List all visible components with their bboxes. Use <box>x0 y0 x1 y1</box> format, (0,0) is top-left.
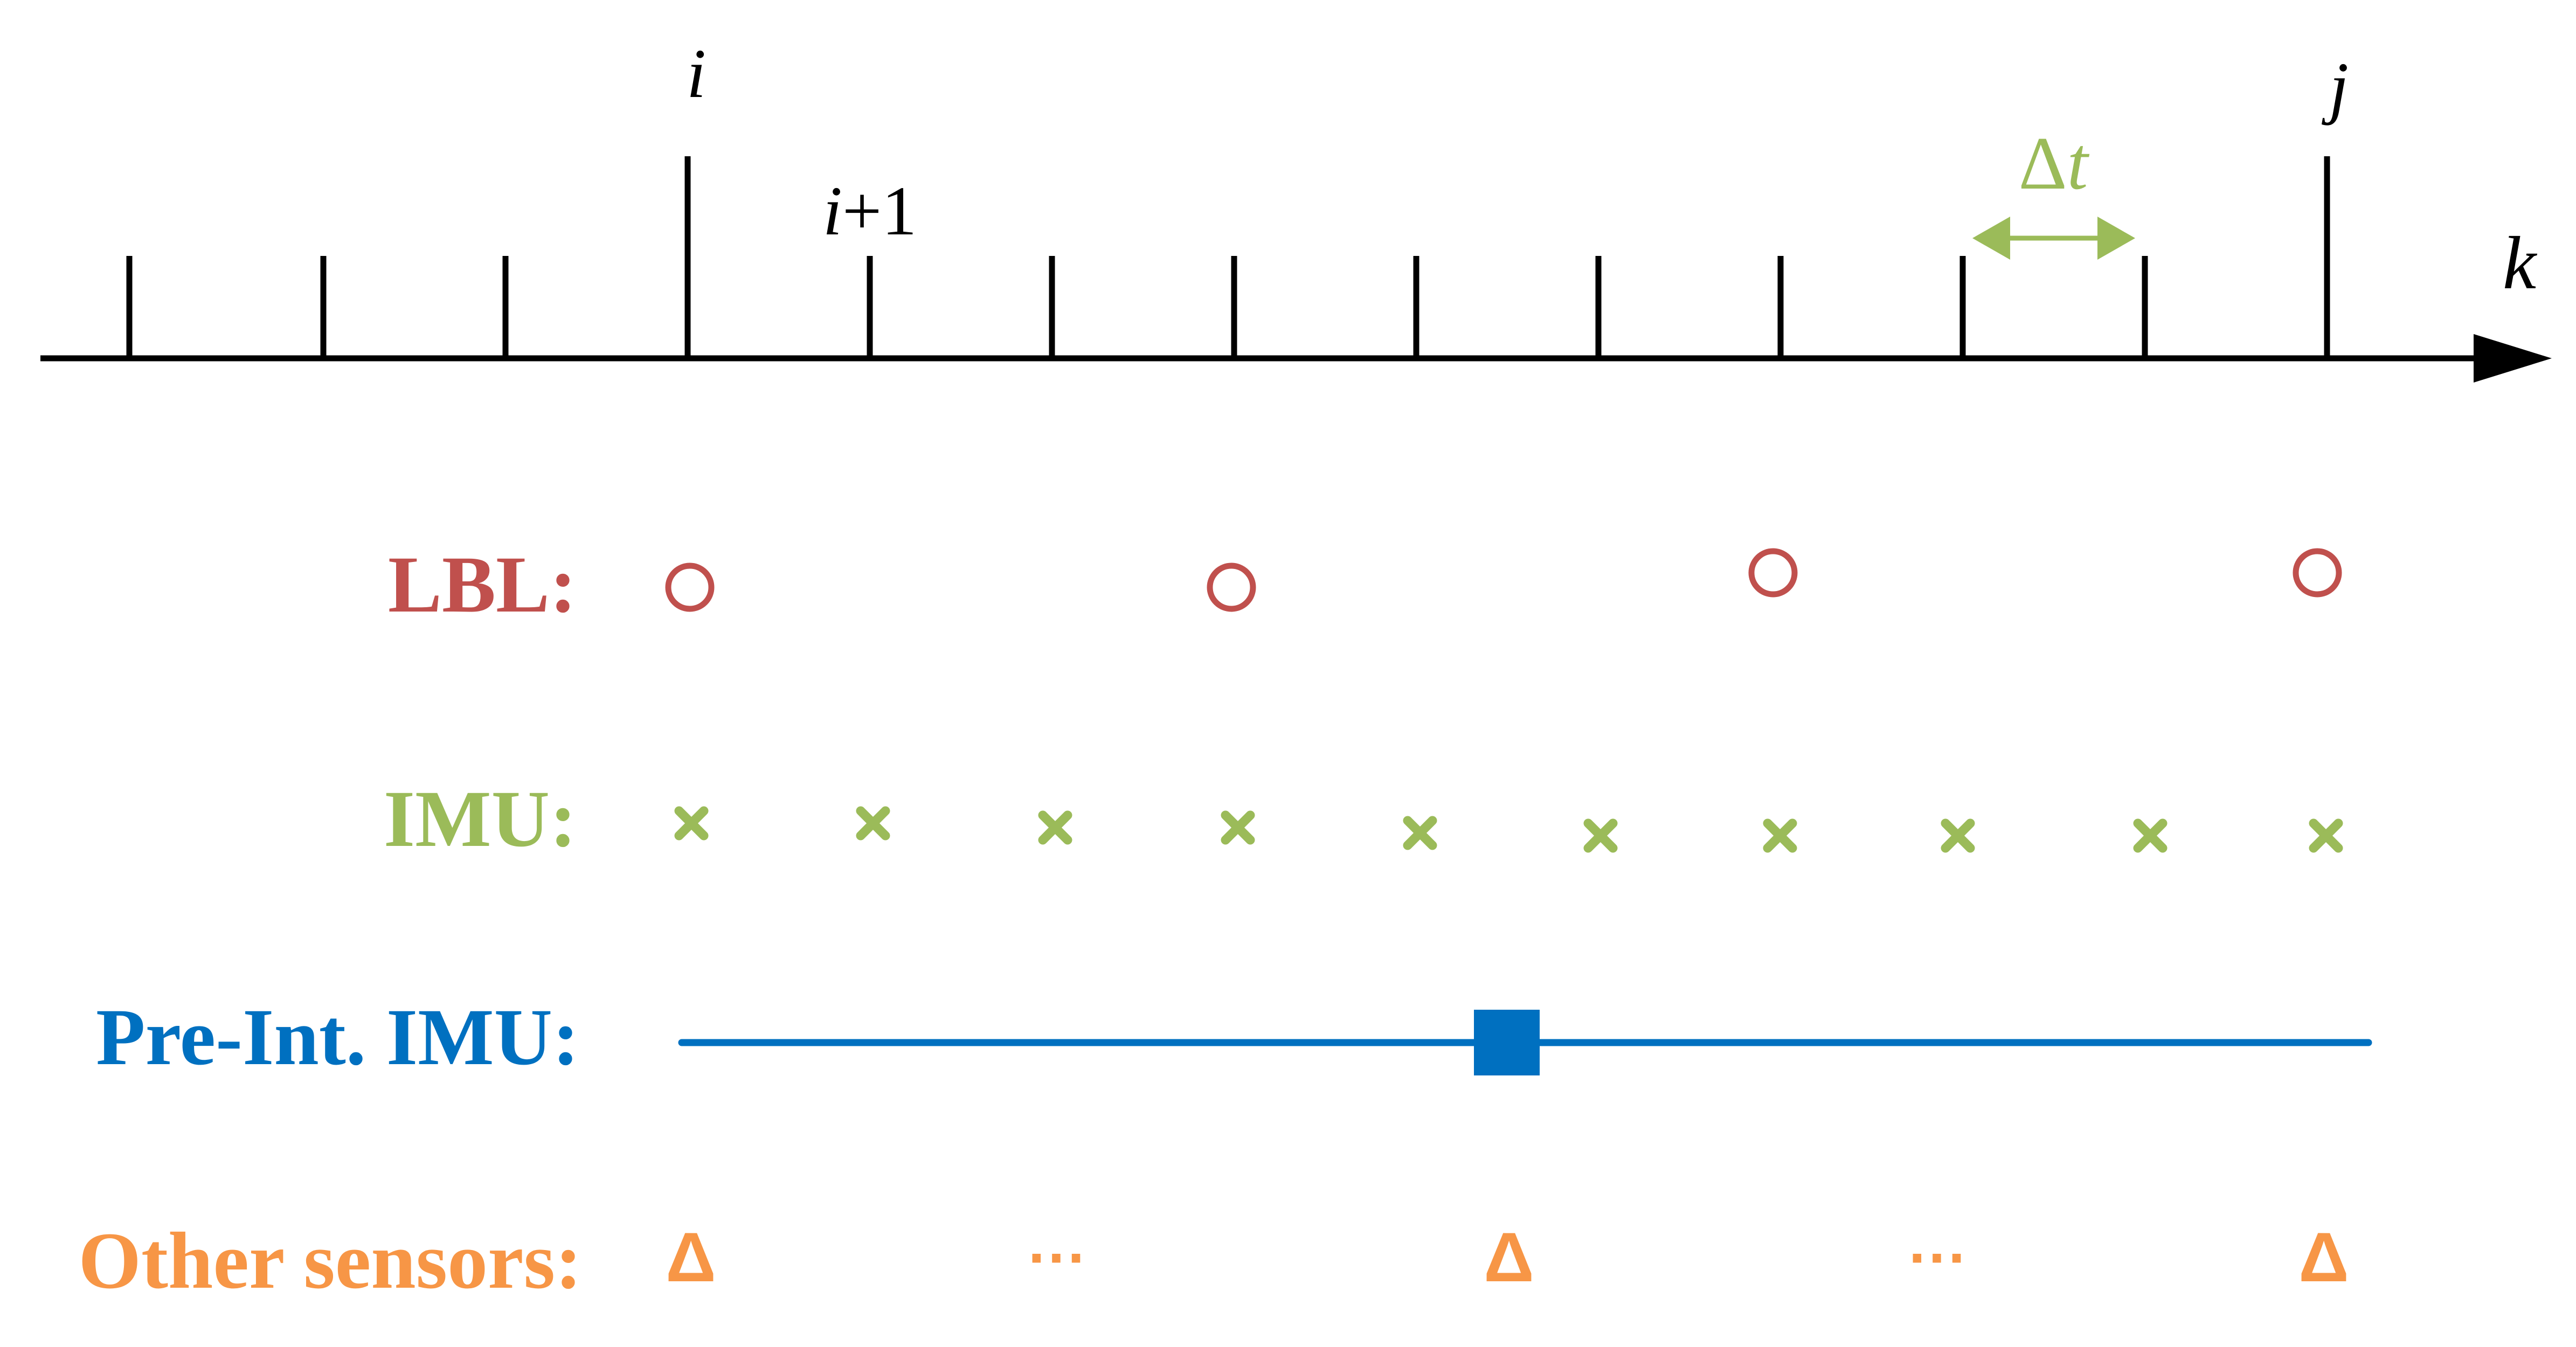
lbl-measurement-marker <box>665 563 715 612</box>
imu-measurement-marker <box>2309 818 2343 853</box>
imu-measurement-marker <box>1038 810 1072 845</box>
row-other-sensors: Other sensors: Δ ··· Δ ··· Δ <box>78 1216 2349 1306</box>
marker-i-plus-1-var: i <box>823 172 842 250</box>
imu-measurement-marker <box>1403 816 1437 850</box>
delta-t-right-arrow-icon <box>2097 217 2135 260</box>
marker-i-plus-1-rest: +1 <box>842 172 917 250</box>
other-sensor-marker: Δ <box>2298 1218 2349 1296</box>
other-sensor-marker: Δ <box>666 1218 716 1296</box>
row-label-lbl: LBL: <box>388 540 577 629</box>
marker-j: j <box>2322 48 2349 126</box>
imu-measurement-marker <box>856 806 890 841</box>
delta-t-indicator: Δt <box>1972 122 2135 260</box>
imu-measurement-marker <box>674 806 709 841</box>
lbl-measurement-marker <box>1748 548 1798 598</box>
row-preint-imu: Pre-Int. IMU: <box>96 992 2372 1082</box>
row-imu: IMU: <box>384 774 2343 864</box>
imu-measurement-marker <box>1583 818 1618 853</box>
row-lbl: LBL: <box>388 540 2342 629</box>
preint-factor-marker <box>1474 1010 1540 1075</box>
row-label-other-sensors: Other sensors: <box>78 1216 582 1306</box>
row-label-preint-imu: Pre-Int. IMU: <box>96 992 579 1082</box>
lbl-measurement-marker <box>1207 563 1256 612</box>
delta-t-var: t <box>2067 122 2090 205</box>
axis-arrowhead-icon <box>2474 334 2552 383</box>
delta-t-left-arrow-icon <box>1972 217 2010 260</box>
other-sensor-marker: Δ <box>1484 1218 1534 1296</box>
imu-measurement-marker <box>1221 810 1255 845</box>
row-label-imu: IMU: <box>384 774 577 864</box>
imu-measurement-marker <box>2133 818 2168 853</box>
time-axis: i i+1 j k <box>40 35 2552 383</box>
delta-t-delta: Δ <box>2019 122 2067 205</box>
other-sensor-ellipsis: ··· <box>1028 1225 1088 1291</box>
imu-measurement-marker <box>1763 818 1797 853</box>
delta-t-label: Δt <box>2019 122 2090 205</box>
marker-i: i <box>687 35 706 113</box>
lbl-measurement-marker <box>2293 548 2342 598</box>
other-sensor-ellipsis: ··· <box>1909 1225 1968 1291</box>
imu-measurement-marker <box>1941 818 1975 853</box>
axis-label-k: k <box>2503 221 2538 305</box>
marker-i-plus-1: i+1 <box>823 172 917 250</box>
